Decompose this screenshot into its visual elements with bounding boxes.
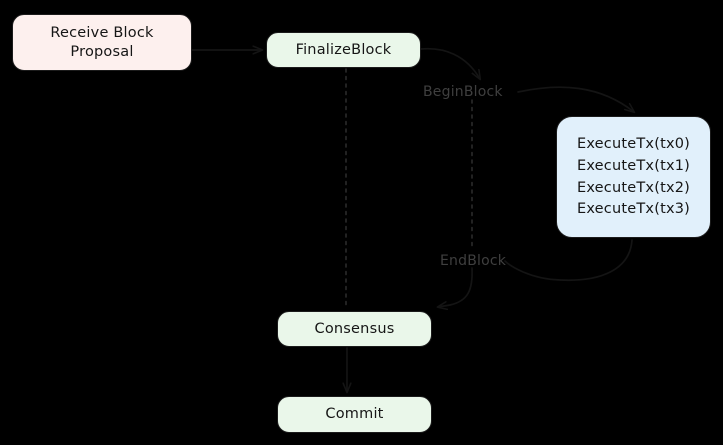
node-receive-block-proposal-line-2: Proposal <box>70 43 134 60</box>
node-receive-block-proposal-line-1: Receive Block <box>50 24 154 41</box>
node-commit-label: Commit <box>325 406 384 423</box>
node-finalize-block[interactable]: FinalizeBlock <box>266 32 421 68</box>
node-consensus-label: Consensus <box>314 320 395 337</box>
node-execute-tx-line-3: ExecuteTx(tx2) <box>576 179 691 196</box>
node-execute-tx-line-4: ExecuteTx(tx3) <box>576 201 691 218</box>
node-consensus[interactable]: Consensus <box>277 311 432 347</box>
node-execute-tx[interactable]: ExecuteTx(tx0) ExecuteTx(tx1) ExecuteTx(… <box>556 116 711 238</box>
node-commit[interactable]: Commit <box>277 396 432 433</box>
node-finalize-block-label: FinalizeBlock <box>295 41 392 58</box>
edge-finalize-to-beginblock <box>420 47 480 79</box>
node-execute-tx-line-1: ExecuteTx(tx0) <box>576 136 691 153</box>
edge-executetx-to-endblock <box>504 239 633 282</box>
edge-label-end-block: EndBlock <box>440 253 507 269</box>
node-execute-tx-line-2: ExecuteTx(tx1) <box>576 157 691 174</box>
node-receive-block-proposal[interactable]: Receive Block Proposal <box>12 14 192 71</box>
edge-beginblock-to-executetx <box>517 86 634 112</box>
edge-label-begin-block: BeginBlock <box>423 84 503 100</box>
edge-endblock-to-consensus <box>438 267 473 307</box>
